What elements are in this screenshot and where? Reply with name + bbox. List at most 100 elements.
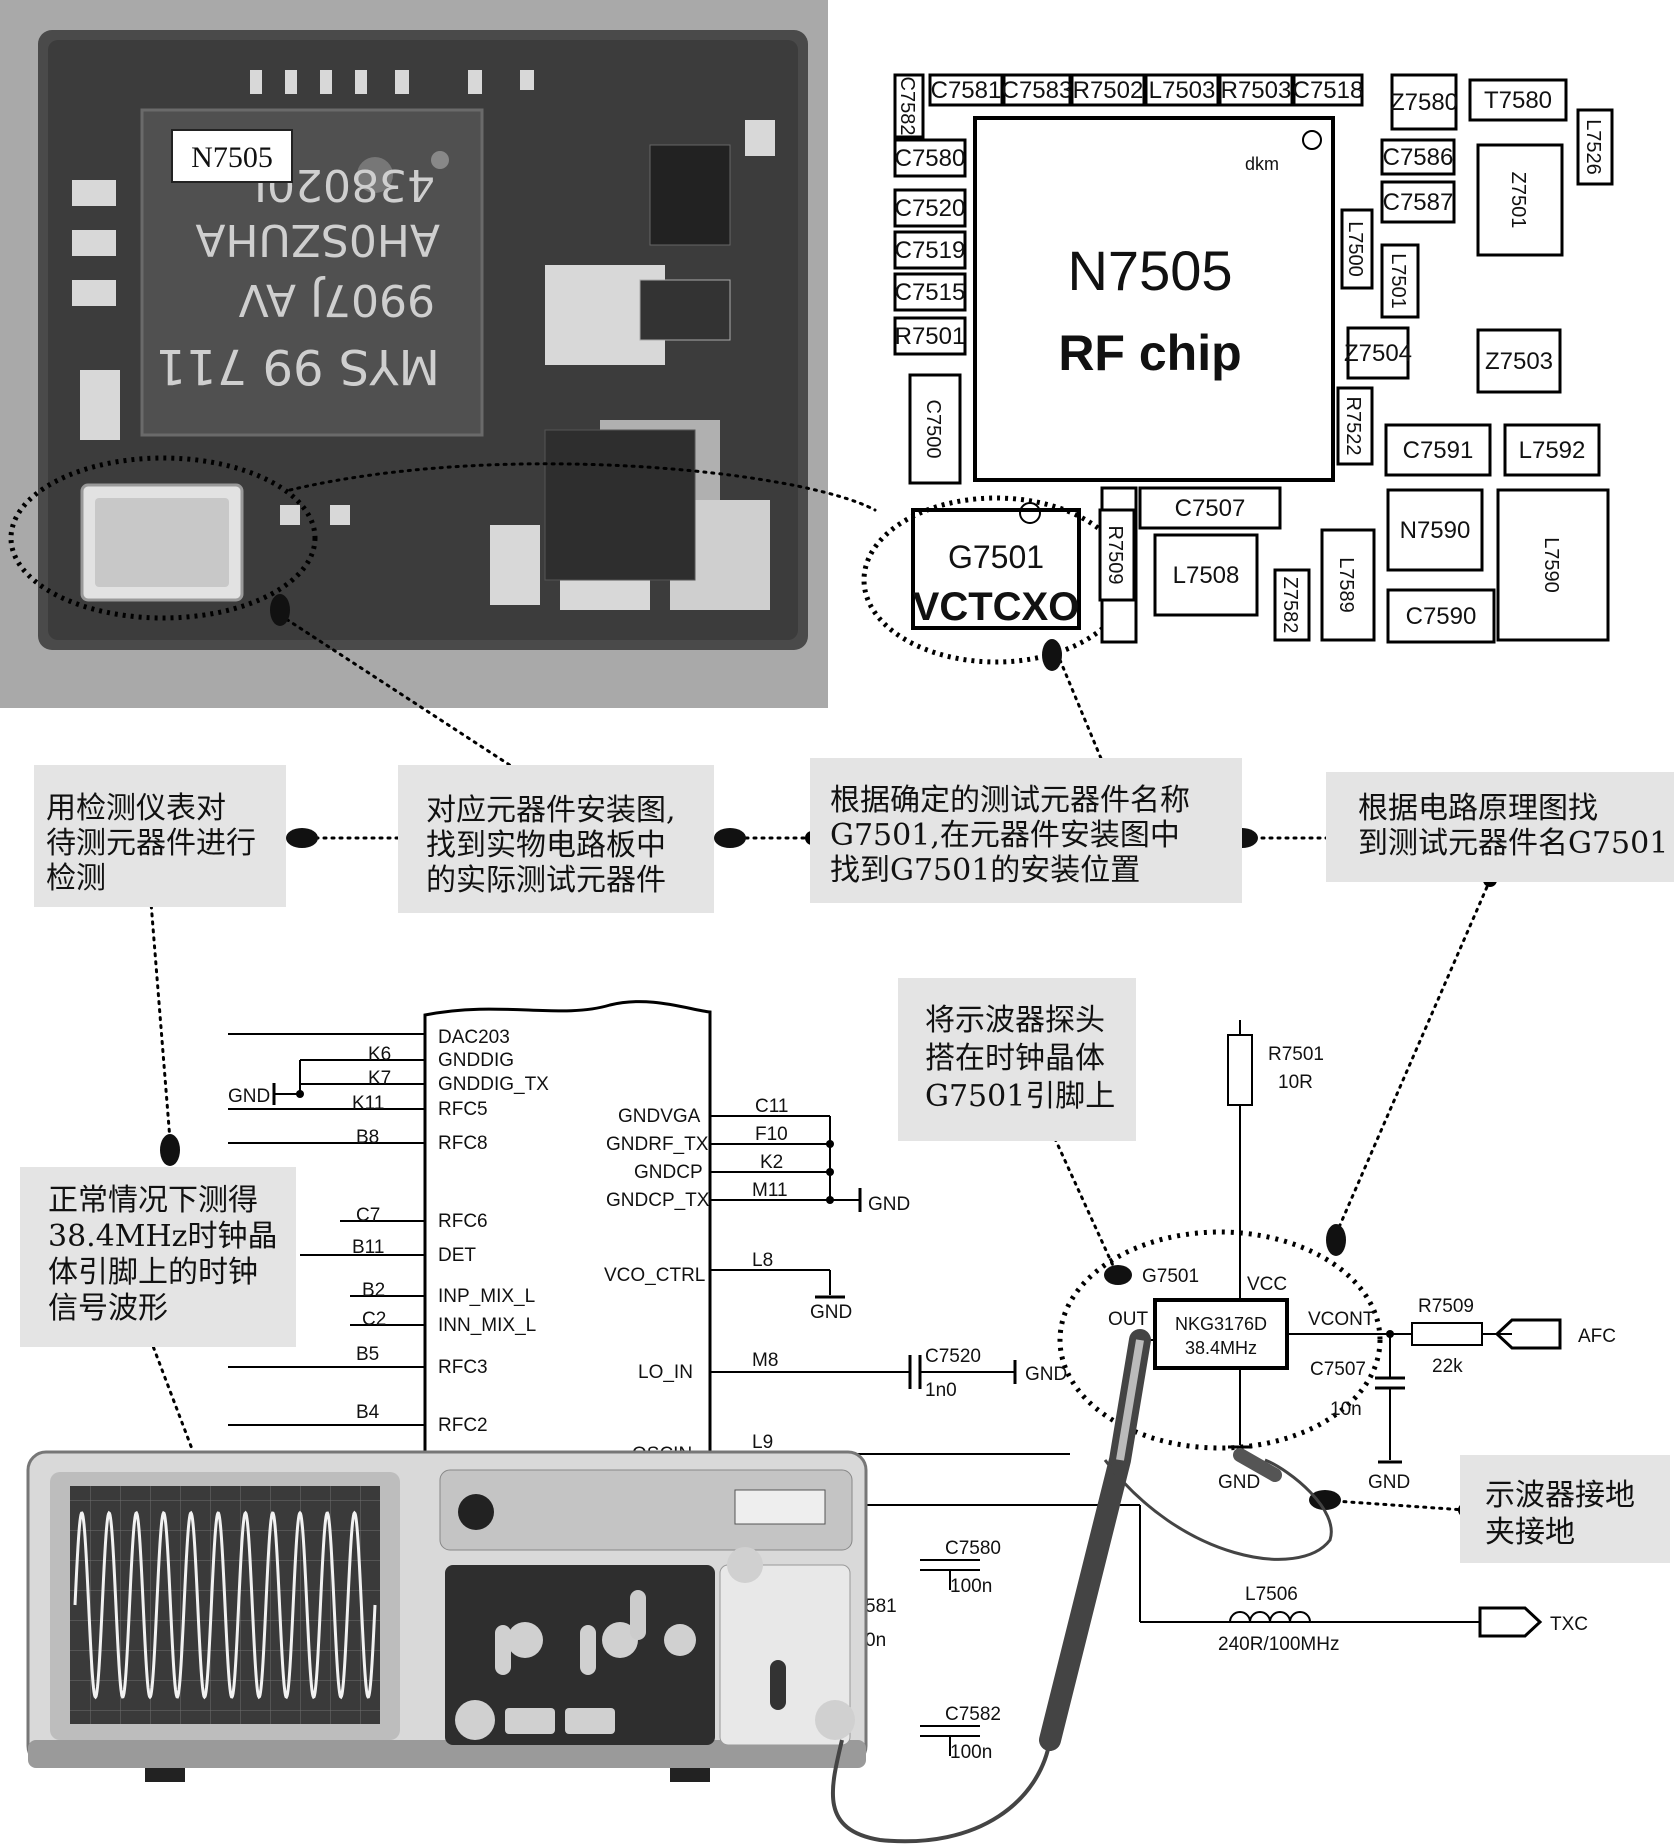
pin-rfc2: RFC2 — [438, 1415, 488, 1436]
ball-k2: K2 — [760, 1152, 783, 1173]
ball-k6: K6 — [368, 1044, 391, 1065]
step3-line1: 根据确定的测试元器件名称 — [830, 783, 1190, 818]
step-box-3 — [810, 758, 1242, 903]
layout-part-box — [893, 272, 967, 312]
step-box-6 — [20, 1167, 296, 1347]
gnd-right: GND — [868, 1194, 910, 1215]
r7501-ref: R7501 — [1268, 1044, 1324, 1065]
step-box-5 — [898, 978, 1136, 1141]
layout-part-label: C7583 — [1002, 77, 1073, 104]
vctcxo-box — [911, 508, 1081, 630]
ball-m8: M8 — [752, 1350, 778, 1371]
ball-m11: M11 — [752, 1180, 788, 1201]
ball-k7: K7 — [368, 1068, 391, 1089]
r7501-symbol — [1227, 1034, 1253, 1106]
layout-part-label: N7590 — [1400, 517, 1471, 544]
layout-part-box — [1476, 328, 1562, 394]
chip-marking-1: MYS 99 711 — [156, 338, 440, 394]
layout-part-box — [1340, 208, 1374, 290]
step-texts: 用检测仪表对 待测元器件进行 检测 对应元器件安装图, 找到实物电路板中 的实际… — [46, 783, 1668, 1550]
step7-line2: 夹接地 — [1485, 1515, 1575, 1550]
step-box-7 — [1460, 1455, 1670, 1563]
osc-vcont: VCONT — [1308, 1309, 1375, 1330]
pin-gnddig-tx: GNDDIG_TX — [438, 1074, 549, 1095]
chip-label-box — [171, 129, 293, 183]
pin-det: DET — [438, 1245, 476, 1266]
layout-part-label: L7503 — [1149, 77, 1216, 104]
layout-part-box — [1144, 73, 1220, 107]
step-boxes — [20, 758, 1674, 1563]
layout-part-box — [1576, 108, 1614, 186]
gnd-left: GND — [228, 1086, 270, 1107]
layout-part-box — [1386, 588, 1496, 644]
pin-inn-mix: INN_MIX_L — [438, 1315, 536, 1336]
ball-b5: B5 — [356, 1344, 379, 1365]
step2-line2: 找到实物电路板中 — [426, 828, 666, 863]
ball-c7: C7 — [356, 1205, 380, 1226]
layout-part-label: C7581 — [931, 77, 1002, 104]
chip-marking-3: AH0SZUHA — [195, 214, 440, 265]
vctcxo-name: VCTCXO — [913, 585, 1080, 629]
step7-line1: 示波器接地 — [1485, 1478, 1635, 1513]
scope-probe — [830, 1329, 1333, 1844]
layout-part-label: C7519 — [895, 237, 966, 264]
layout-part-label: C7515 — [895, 279, 966, 306]
ball-l9: L9 — [752, 1432, 773, 1453]
layout-part-box — [1098, 508, 1136, 602]
pcb-photo: MYS 99 711 9907J AV AH0SZUHA 438020L N75… — [0, 0, 828, 708]
layout-part-box — [1336, 386, 1374, 466]
c7582-val: 100n — [950, 1742, 992, 1763]
crystal-highlight — [8, 455, 318, 621]
ball-b4: B4 — [356, 1402, 380, 1423]
pin-dac203: DAC203 — [438, 1027, 510, 1048]
layout-part-label: R7509 — [1104, 526, 1126, 585]
pin-gndcp-tx: GNDCP_TX — [606, 1190, 710, 1211]
ball-f10: F10 — [755, 1124, 788, 1145]
pin-lo-in: LO_IN — [638, 1362, 693, 1383]
layout-part-label: R7501 — [895, 323, 966, 350]
step6-line1: 正常情况下测得 — [48, 1183, 258, 1218]
layout-part-box — [1346, 326, 1410, 380]
layout-part-box — [1380, 180, 1456, 224]
ball-b8: B8 — [356, 1127, 379, 1148]
layout-part-box — [1468, 78, 1568, 122]
pin-gndcp: GNDCP — [634, 1162, 703, 1183]
ball-l8: L8 — [752, 1250, 773, 1271]
layout-part-label: L7590 — [1540, 537, 1562, 593]
r7501-val: 10R — [1278, 1072, 1313, 1093]
osc-out: OUT — [1108, 1309, 1149, 1330]
step6-line3: 体引脚上的时钟 — [48, 1255, 258, 1290]
pin-rfc6: RFC6 — [438, 1211, 488, 1232]
layout-part-label: L7500 — [1344, 221, 1366, 277]
layout-part-box — [1292, 73, 1364, 107]
step-box-1 — [34, 765, 286, 907]
layout-part-label: C7582 — [896, 77, 918, 136]
c7507-ref: C7507 — [1310, 1359, 1366, 1380]
layout-part-label: C7586 — [1383, 144, 1454, 171]
layout-part-box — [1384, 423, 1492, 477]
c7581-ref: 581 — [865, 1596, 897, 1617]
layout-part-label: C7580 — [895, 145, 966, 172]
gnd-osc: GND — [1218, 1472, 1260, 1493]
layout-part-label: L7526 — [1582, 119, 1604, 175]
connectors — [143, 462, 1492, 1512]
layout-part-box — [893, 138, 967, 178]
pin-gndrf-tx: GNDRF_TX — [606, 1134, 709, 1155]
l7506-ref: L7506 — [1245, 1584, 1298, 1605]
layout-part-label: Z7580 — [1390, 89, 1458, 116]
layout-part-box — [1320, 528, 1376, 642]
layout-part-box — [1273, 568, 1311, 642]
chip-mark: dkm — [1245, 154, 1279, 174]
layout-part-label: Z7504 — [1344, 340, 1412, 367]
layout-part-box — [893, 316, 967, 356]
chip-marking-2: 9907J AV — [239, 274, 435, 325]
layout-part-box — [928, 73, 1004, 107]
layout-part-box — [1380, 243, 1420, 319]
step4-line2: 到测试元器件名G7501 — [1358, 826, 1668, 861]
gnd-vco: GND — [810, 1302, 852, 1323]
layout-part-label: Z7582 — [1279, 577, 1301, 634]
gnd-c7507: GND — [1368, 1472, 1410, 1493]
r7509-ref: R7509 — [1418, 1296, 1474, 1317]
